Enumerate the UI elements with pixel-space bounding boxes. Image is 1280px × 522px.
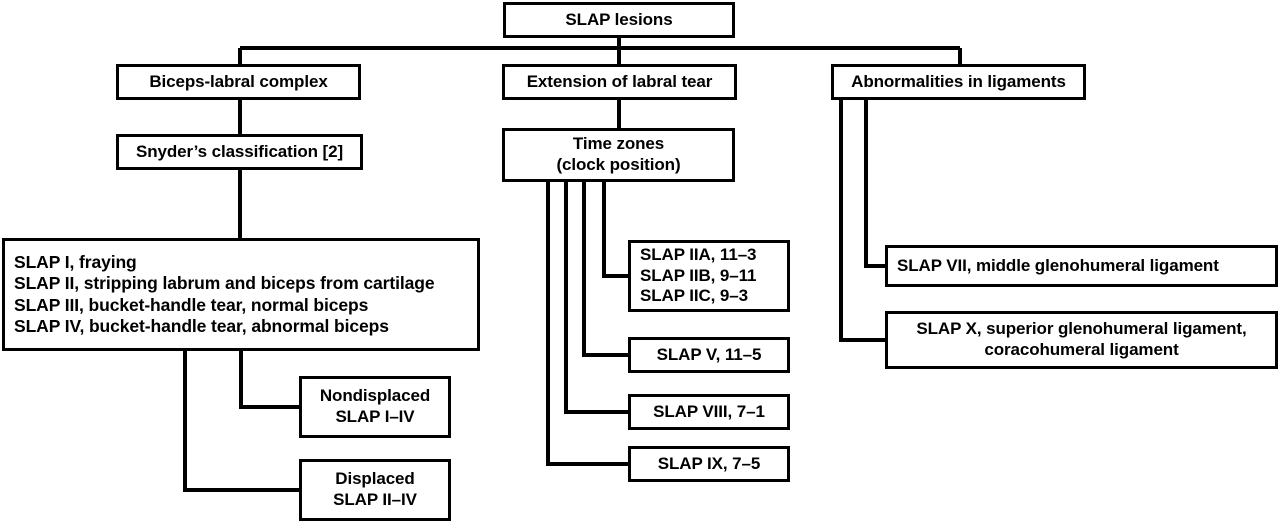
node-slap-lesions: SLAP lesions [503, 2, 735, 38]
node-snyders-classification: Snyder’s classification [2] [116, 134, 363, 170]
node-extension-of-labral-tear: Extension of labral tear [502, 64, 737, 100]
node-slap-5: SLAP V, 11–5 [628, 337, 790, 373]
node-abnormalities-in-ligaments: Abnormalities in ligaments [831, 64, 1086, 100]
slap-2abc-line-2: SLAP IIB, 9–11 [640, 265, 757, 285]
snyder-list-item-4: SLAP IV, bucket-handle tear, abnormal bi… [14, 315, 389, 336]
node-snyder-classification-list: SLAP I, fraying SLAP II, stripping labru… [2, 238, 480, 351]
node-slap-2abc-time-zones: SLAP IIA, 11–3 SLAP IIB, 9–11 SLAP IIC, … [628, 240, 790, 312]
node-snyders-classification-label: Snyder’s classification [2] [135, 141, 344, 161]
node-displaced-line-1: Displaced [335, 469, 415, 489]
node-extension-of-labral-tear-label: Extension of labral tear [526, 71, 713, 91]
node-slap-lesions-label: SLAP lesions [565, 9, 673, 29]
node-nondisplaced-line-2: SLAP I–IV [335, 407, 415, 426]
node-slap-9-label: SLAP IX, 7–5 [657, 453, 761, 473]
edge-timezones-to-slapv [582, 182, 628, 357]
node-biceps-labral-complex-label: Biceps-labral complex [149, 71, 328, 91]
snyder-list-item-3: SLAP III, bucket-handle tear, normal bic… [14, 294, 369, 315]
node-slap-8-label: SLAP VIII, 7–1 [653, 401, 765, 421]
slap-2abc-line-3: SLAP IIC, 9–3 [640, 286, 748, 306]
node-slap-10-line-1: SLAP X, superior glenohumeral ligament, [916, 319, 1247, 339]
node-slap-10-ligaments: SLAP X, superior glenohumeral ligament, … [885, 311, 1278, 369]
edge-abnormalities-to-slapx [839, 100, 885, 342]
node-nondisplaced-line-1: Nondisplaced [319, 386, 431, 406]
edge-timezones-to-slap2abc [602, 182, 628, 278]
snyder-list-item-1: SLAP I, fraying [14, 251, 137, 272]
node-displaced-slap-2-4: Displaced SLAP II–IV [299, 459, 451, 521]
node-abnormalities-in-ligaments-label: Abnormalities in ligaments [851, 71, 1066, 91]
slap-2abc-line-1: SLAP IIA, 11–3 [640, 244, 757, 264]
node-biceps-labral-complex: Biceps-labral complex [116, 64, 361, 100]
edge-timezones-to-slapix [546, 182, 628, 466]
snyder-list-item-2: SLAP II, stripping labrum and biceps fro… [14, 273, 435, 294]
node-time-zones-line-1: Time zones [572, 134, 665, 154]
node-slap-9: SLAP IX, 7–5 [628, 446, 790, 482]
edge-timezones-to-slapviii [564, 182, 628, 414]
edge-list-to-nondisplaced [239, 351, 299, 409]
edge-abnormalities-to-slapvii [864, 100, 885, 268]
node-time-zones: Time zones (clock position) [502, 128, 735, 182]
node-displaced-line-2: SLAP II–IV [333, 490, 417, 509]
edge-list-to-displaced [183, 351, 299, 492]
node-time-zones-line-2: (clock position) [556, 155, 681, 174]
node-slap-8: SLAP VIII, 7–1 [628, 394, 790, 430]
node-nondisplaced-slap-1-4: Nondisplaced SLAP I–IV [299, 376, 451, 438]
node-slap-7-label: SLAP VII, middle glenohumeral ligament [897, 255, 1219, 275]
node-slap-10-line-2: coracohumeral ligament [984, 340, 1179, 359]
node-slap-5-label: SLAP V, 11–5 [656, 344, 762, 364]
node-slap-7-middle-glenohumeral-ligament: SLAP VII, middle glenohumeral ligament [885, 245, 1278, 287]
